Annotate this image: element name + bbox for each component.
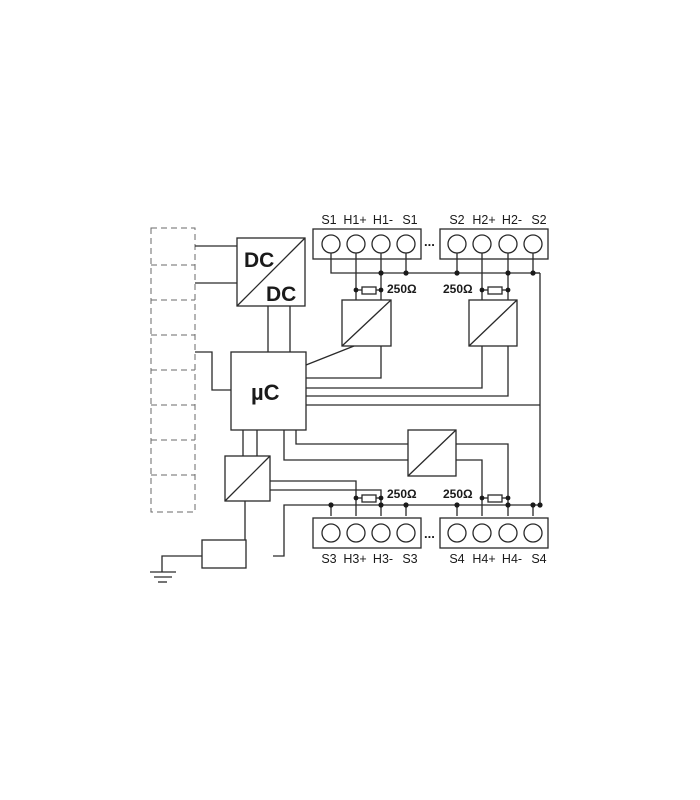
resistor-label-top-2: 250Ω	[443, 282, 473, 296]
terminal-label: S1	[321, 213, 336, 227]
top-terminal-block-1	[312, 228, 422, 260]
terminal-label: S1	[402, 213, 417, 227]
terminal-label: S2	[531, 213, 546, 227]
bottom-terminal-block-2	[439, 517, 549, 549]
terminal-circle	[472, 234, 492, 254]
terminal-label: H4+	[472, 552, 495, 566]
terminal-circle	[523, 234, 543, 254]
terminal-label: H2+	[472, 213, 495, 227]
isolator-top-2	[468, 299, 518, 347]
resistor	[361, 286, 377, 295]
isolator-mid	[407, 429, 457, 477]
terminal-label: S2	[449, 213, 464, 227]
bottom-terminal-block-1	[312, 517, 422, 549]
top-terminal-labels: S1 H1+ H1- S1 S2 H2+ H2- S2	[321, 213, 546, 227]
terminal-label: H3-	[373, 552, 393, 566]
connector-strip	[150, 227, 196, 513]
terminal-circle	[472, 523, 492, 543]
terminal-label: H3+	[343, 552, 366, 566]
top-ellipsis: ...	[424, 234, 435, 249]
terminal-circle	[447, 523, 467, 543]
component-box	[201, 539, 247, 569]
terminal-circle	[346, 234, 366, 254]
resistor	[361, 494, 377, 503]
terminal-label: H1+	[343, 213, 366, 227]
terminal-circle	[371, 523, 391, 543]
resistor-label-bottom-2: 250Ω	[443, 487, 473, 501]
top-wiring	[330, 253, 541, 505]
controller-label: µC	[251, 380, 280, 405]
terminal-circle	[346, 523, 366, 543]
terminal-label: H1-	[373, 213, 393, 227]
terminal-label: S3	[321, 552, 336, 566]
uc-bottom-wiring	[242, 430, 509, 500]
terminal-circle	[321, 523, 341, 543]
terminal-circle	[396, 234, 416, 254]
terminal-circle	[371, 234, 391, 254]
top-terminal-block-2	[439, 228, 549, 260]
terminal-label: H4-	[502, 552, 522, 566]
resistor	[487, 286, 503, 295]
terminal-label: H2-	[502, 213, 522, 227]
terminal-label: S4	[449, 552, 464, 566]
resistor-label-bottom-1: 250Ω	[387, 487, 417, 501]
bottom-ellipsis: ...	[424, 526, 435, 541]
uc-top-wiring	[305, 345, 540, 406]
terminal-circle	[498, 523, 518, 543]
terminal-circle	[447, 234, 467, 254]
terminal-circle	[396, 523, 416, 543]
terminal-circle	[523, 523, 543, 543]
resistor	[487, 494, 503, 503]
resistor-label-top-1: 250Ω	[387, 282, 417, 296]
converter-output-label: DC	[266, 283, 296, 306]
converter-input-label: DC	[244, 249, 274, 272]
terminal-circle	[498, 234, 518, 254]
bottom-wiring	[244, 480, 543, 557]
bottom-terminal-labels: S3 H3+ H3- S3 S4 H4+ H4- S4	[321, 552, 546, 566]
isolator-top-1	[341, 299, 392, 347]
microcontroller: µC	[230, 351, 307, 431]
terminal-label: S3	[402, 552, 417, 566]
isolator-bottom	[224, 455, 271, 502]
terminal-circle	[321, 234, 341, 254]
ground-circuit	[150, 539, 247, 583]
wires-left	[195, 245, 237, 391]
terminal-label: S4	[531, 552, 546, 566]
dc-dc-converter: DC DC	[236, 237, 306, 307]
